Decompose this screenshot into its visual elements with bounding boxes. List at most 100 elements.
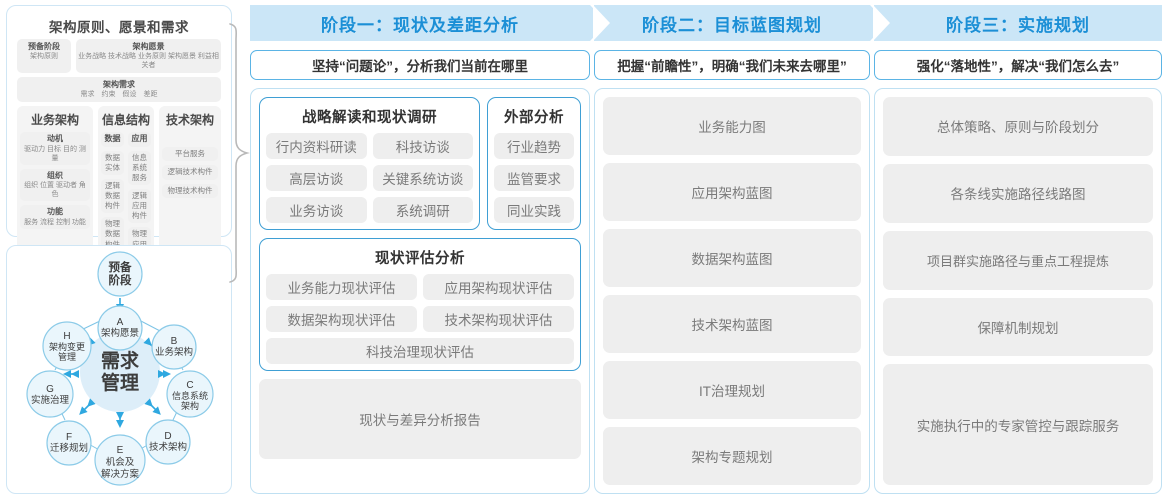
domain-title: 业务架构 — [30, 113, 79, 128]
adm-node-key: E — [117, 445, 124, 456]
phase-header-label: 阶段三：实施规划 — [946, 15, 1090, 35]
adm-node-label: 机会及 — [106, 456, 135, 468]
chip-item[interactable]: 数据架构蓝图 — [603, 229, 861, 287]
item-label: 逻辑应用构件 — [132, 191, 147, 221]
card-title: 外部分析 — [504, 110, 564, 126]
item-label: 物理技术构件 — [167, 185, 213, 195]
chip-item[interactable]: 业务访谈 — [266, 197, 367, 223]
phase-header-1: 阶段一：现状及差距分析 — [250, 5, 607, 41]
adm-node-key: C — [186, 380, 193, 391]
chip-item[interactable]: 各条线实施路径线路图 — [883, 163, 1153, 223]
chip-item[interactable]: 行内资料研读 — [266, 133, 367, 159]
framework-cell-requirements: 架构需求 需求 约束 假设 差距 — [17, 77, 221, 103]
chip-item[interactable]: 数据架构现状评估 — [266, 306, 417, 332]
chip-gap-analysis-report[interactable]: 现状与差异分析报告 — [259, 379, 581, 459]
chip-item[interactable]: 监管要求 — [494, 165, 574, 191]
adm-node-a[interactable] — [97, 305, 143, 351]
chip-item[interactable]: 实施执行中的专家管控与跟踪服务 — [883, 364, 1153, 485]
chip-item[interactable]: 应用架构现状评估 — [423, 274, 574, 300]
adm-node-c[interactable] — [166, 370, 214, 418]
item-label: 平台服务 — [175, 149, 205, 159]
chip-item[interactable]: 高层访谈 — [266, 165, 367, 191]
item-label: 数据实体 — [105, 152, 120, 172]
phase-subtitle-1: 坚持“问题论”，分析我们当前在哪里 — [250, 50, 590, 80]
adm-center-circle — [80, 332, 160, 412]
framework-cell-vision: 架构愿景 业务战略 技术战略 业务原则 架构愿景 利益相关者 — [76, 39, 221, 74]
domain-technology-architecture: 技术架构 平台服务 逻辑技术构件 物理技术构件 — [159, 106, 221, 265]
item-sub: 组织 位置 驱动者 角色 — [24, 182, 86, 199]
cell-sub: 架构原则 — [30, 53, 58, 60]
left-column: 架构原则、愿景和需求 预备阶段 架构原则 架构愿景 业务战略 技术战略 业务原则… — [6, 5, 232, 494]
card-strategy-research: 战略解读和现状调研 行内资料研读 科技访谈 高层访谈 关键系统访谈 — [259, 97, 480, 230]
adm-node-key: G — [46, 384, 54, 395]
adm-node-e[interactable] — [94, 434, 146, 486]
domain-item: 数据 — [101, 132, 124, 147]
adm-node-label: 技术架构 — [149, 441, 187, 453]
adm-node-label: 实施治理 — [31, 394, 70, 406]
domain-item: 应用 — [128, 132, 151, 147]
adm-node-d[interactable] — [145, 419, 191, 465]
info-col-application: 应用 信息系统服务 逻辑应用构件 物理应用构件 — [128, 132, 151, 262]
framework-row-requirements: 架构需求 需求 约束 假设 差距 — [17, 77, 221, 103]
phase-subtitle-3: 强化“落地性”，解决“我们怎么去” — [874, 50, 1162, 80]
chevron-right-icon — [873, 5, 890, 41]
chip-row: 数据架构现状评估 技术架构现状评估 — [266, 306, 574, 332]
external-analysis-card-wrap: 外部分析 行业趋势 监管要求 同业实践 — [487, 97, 581, 230]
item-head: 组织 — [47, 170, 63, 180]
chip-item[interactable]: 技术架构蓝图 — [603, 295, 861, 353]
adm-node-f[interactable] — [46, 420, 92, 466]
adm-center-label: 管理 — [101, 371, 139, 394]
domain-item: 数据实体 — [101, 150, 124, 175]
cell-sub: 需求 约束 假设 差距 — [80, 91, 158, 99]
card-title: 现状评估分析 — [375, 251, 465, 267]
adm-node-label: 预备 — [109, 260, 132, 274]
chip-item[interactable]: 关键系统访谈 — [372, 165, 473, 191]
item-head: 功能 — [47, 207, 63, 217]
chip-item[interactable]: 应用架构蓝图 — [603, 163, 861, 221]
adm-node-key: D — [164, 431, 171, 442]
cell-head: 架构愿景 — [132, 42, 165, 51]
cell-head: 架构需求 — [103, 80, 135, 90]
cell-head: 预备阶段 — [28, 42, 60, 51]
domain-title: 技术架构 — [165, 113, 214, 128]
adm-node-key: H — [63, 331, 70, 342]
framework-title: 架构原则、愿景和需求 — [49, 20, 189, 35]
chip-item[interactable]: IT治理规划 — [603, 361, 861, 419]
architecture-framework-panel: 架构原则、愿景和需求 预备阶段 架构原则 架构愿景 业务战略 技术战略 业务原则… — [6, 5, 232, 305]
phase-column-3: 阶段三：实施规划 强化“落地性”，解决“我们怎么去” 总体策略、原则与阶段划分 … — [873, 5, 1162, 494]
adm-node-h[interactable] — [42, 321, 92, 371]
phase-column-2: 阶段二：目标蓝图规划 把握“前瞻性”，明确“我们未来去哪里” 业务能力图 应用架… — [593, 5, 887, 494]
chip-item[interactable]: 项目群实施路径与重点工程提炼 — [883, 230, 1153, 290]
chip-item[interactable]: 技术架构现状评估 — [423, 306, 574, 332]
phase-subtitle-2: 把握“前瞻性”，明确“我们未来去哪里” — [594, 50, 870, 80]
phase-header-3: 阶段三：实施规划 — [873, 5, 1162, 41]
chip-item[interactable]: 保障机制规划 — [883, 297, 1153, 357]
chip-item[interactable]: 架构专题规划 — [603, 427, 861, 485]
chip-item[interactable]: 行业趋势 — [494, 133, 574, 159]
adm-node-key: B — [171, 336, 178, 347]
adm-node-b[interactable] — [151, 324, 197, 370]
chip-item[interactable]: 科技访谈 — [372, 133, 473, 159]
chip-item[interactable]: 业务能力图 — [603, 97, 861, 155]
adm-node-label: 架构变更 — [49, 341, 85, 352]
cell-sub: 业务战略 技术战略 业务原则 架构愿景 利益相关者 — [78, 53, 219, 70]
chip-item[interactable]: 同业实践 — [494, 197, 574, 223]
chip-item[interactable]: 总体策略、原则与阶段划分 — [883, 97, 1153, 156]
item-head: 数据 — [104, 134, 121, 144]
item-sub: 驱动力 目标 目的 测量 — [24, 145, 86, 162]
chip-row: 业务能力现状评估 应用架构现状评估 — [266, 274, 574, 300]
chip-item[interactable]: 系统调研 — [372, 197, 473, 223]
domain-item: 物理技术构件 — [162, 183, 218, 198]
adm-node-preliminary[interactable] — [97, 251, 143, 297]
phase-header-label: 阶段二：目标蓝图规划 — [642, 15, 822, 35]
chip-item[interactable]: 科技治理现状评估 — [266, 338, 574, 364]
phase-body-1: 战略解读和现状调研 行内资料研读 科技访谈 高层访谈 关键系统访谈 — [250, 88, 590, 494]
adm-node-key: A — [117, 317, 124, 328]
chip-item[interactable]: 业务能力现状评估 — [266, 274, 417, 300]
adm-node-label: 业务架构 — [155, 346, 193, 358]
adm-node-g[interactable] — [26, 370, 74, 418]
card-title: 战略解读和现状调研 — [302, 110, 437, 126]
adm-center-label: 需求 — [101, 349, 140, 372]
domain-item: 逻辑技术构件 — [162, 165, 218, 180]
